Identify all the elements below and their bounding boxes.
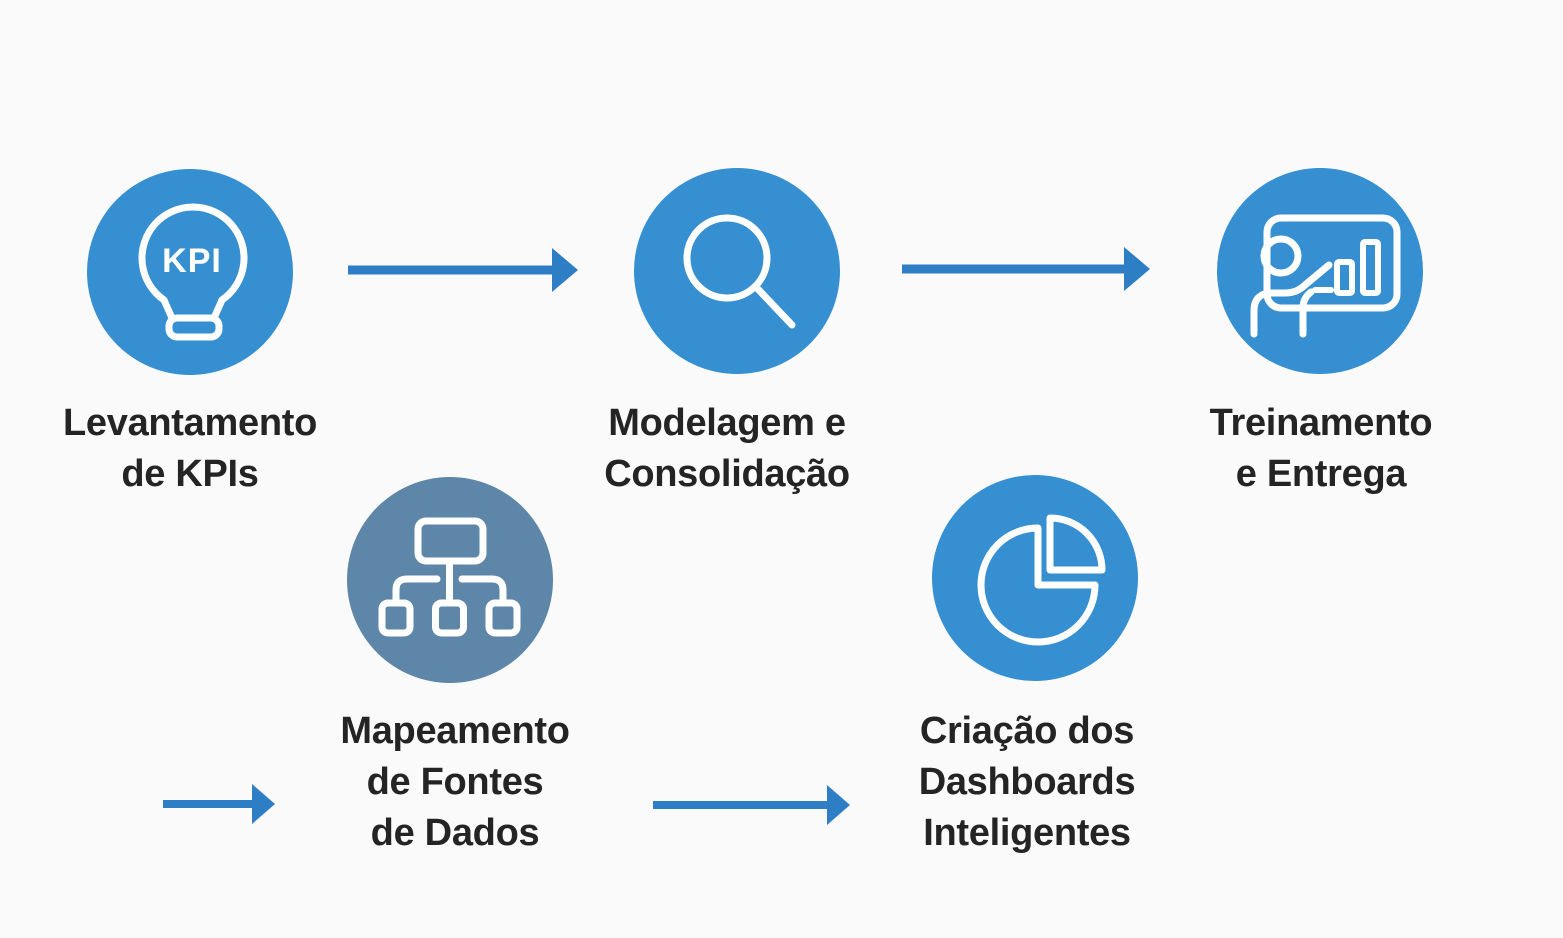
magnifier-icon bbox=[634, 168, 840, 374]
kpi-badge-text: KPI bbox=[162, 242, 222, 280]
sitemap-icon bbox=[347, 477, 553, 683]
flow-arrow-right-icon bbox=[348, 248, 578, 292]
label-line: e Entrega bbox=[1235, 453, 1407, 495]
step-mapeamento-de-fontes bbox=[345, 475, 555, 685]
label-line: Modelagem e bbox=[608, 402, 846, 444]
label-line: Mapeamento bbox=[340, 710, 570, 752]
lightbulb-kpi-icon: KPI bbox=[87, 169, 293, 375]
label-line: de KPIs bbox=[121, 453, 259, 495]
label-line: de Fontes bbox=[366, 761, 544, 803]
step-label-treinamento: Treinamento e Entrega bbox=[1141, 398, 1501, 500]
arrow-head bbox=[252, 784, 275, 824]
step-criacao-dashboards bbox=[930, 473, 1140, 683]
step-label-mapeamento: Mapeamento de Fontes de Dados bbox=[275, 706, 635, 859]
step-levantamento-de-kpis: KPI bbox=[85, 167, 295, 377]
arrow-head bbox=[1124, 247, 1150, 291]
arrow-head bbox=[552, 248, 578, 292]
flow-arrow-right-icon bbox=[653, 785, 850, 825]
label-line: Inteligentes bbox=[923, 812, 1131, 854]
label-line: Consolidação bbox=[604, 453, 850, 495]
step-treinamento-e-entrega bbox=[1215, 166, 1425, 376]
label-line: Dashboards bbox=[918, 761, 1136, 803]
label-line: Treinamento bbox=[1209, 402, 1433, 444]
flow-arrow-right-icon bbox=[163, 784, 275, 824]
step-modelagem-e-consolidacao bbox=[632, 166, 842, 376]
step-label-levantamento: Levantamento de KPIs bbox=[10, 398, 370, 500]
pie-chart-icon bbox=[932, 475, 1138, 681]
presentation-chart-icon bbox=[1217, 168, 1423, 374]
step-circle bbox=[634, 168, 840, 374]
label-line: Criação dos bbox=[919, 710, 1135, 752]
label-line: Levantamento bbox=[62, 402, 317, 444]
step-label-criacao: Criação dos Dashboards Inteligentes bbox=[847, 706, 1207, 859]
step-circle bbox=[87, 169, 293, 375]
step-label-modelagem: Modelagem e Consolidação bbox=[547, 398, 907, 500]
flow-arrow-right-icon bbox=[902, 247, 1150, 291]
arrow-head bbox=[827, 785, 850, 825]
label-line: de Dados bbox=[370, 812, 540, 854]
